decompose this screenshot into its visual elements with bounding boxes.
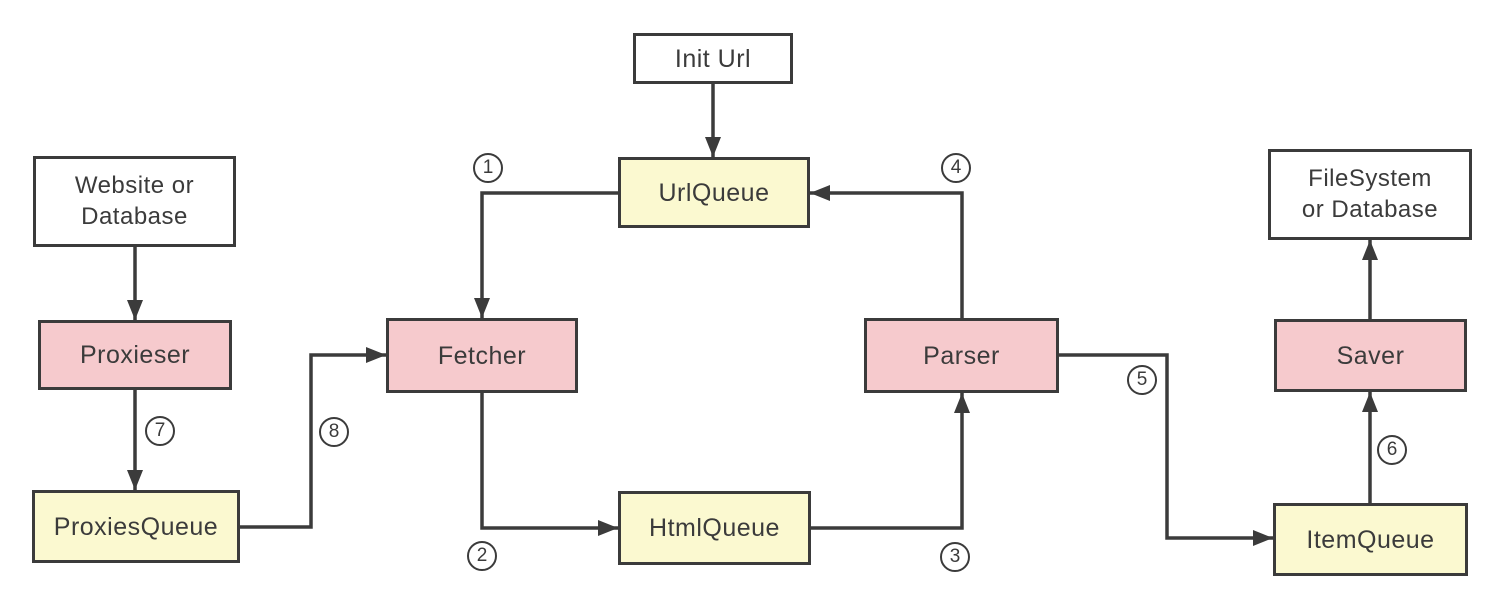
node-url-queue-label: UrlQueue	[658, 178, 770, 207]
arrow-htmlqueue-to-parser	[811, 393, 970, 530]
arrow-parser-to-itemqueue	[1059, 353, 1273, 546]
step-badge-4: 4	[941, 153, 971, 183]
step-7-number: 7	[154, 420, 166, 441]
step-3-number: 3	[949, 546, 961, 567]
node-fetcher-label: Fetcher	[437, 341, 527, 370]
node-filesystem-db-line2: or Database	[1301, 195, 1439, 223]
node-proxieser: Proxieser	[38, 320, 232, 390]
step-badge-6: 6	[1377, 435, 1407, 465]
step-badge-8: 8	[319, 417, 349, 447]
step-badge-5: 5	[1127, 365, 1157, 395]
step-1-number: 1	[482, 157, 494, 178]
node-html-queue: HtmlQueue	[618, 491, 811, 565]
arrow-urlqueue-to-fetcher	[474, 191, 618, 318]
node-proxies-queue: ProxiesQueue	[32, 490, 240, 563]
node-website-db-line1: Website or	[74, 171, 195, 199]
step-badge-7: 7	[145, 416, 175, 446]
node-parser-label: Parser	[923, 341, 1000, 370]
node-item-queue: ItemQueue	[1273, 503, 1468, 576]
node-saver-label: Saver	[1336, 341, 1405, 370]
step-6-number: 6	[1386, 439, 1398, 460]
node-proxieser-label: Proxieser	[79, 341, 191, 369]
node-html-queue-label: HtmlQueue	[649, 514, 780, 542]
node-item-queue-label: ItemQueue	[1306, 525, 1435, 554]
step-2-number: 2	[476, 545, 488, 566]
arrow-proxiesqueue-to-fetcher	[240, 347, 386, 529]
node-proxies-queue-label: ProxiesQueue	[53, 512, 219, 541]
arrow-fetcher-to-htmlqueue	[480, 393, 618, 536]
step-badge-2: 2	[467, 541, 497, 571]
node-website-db-line2: Database	[81, 202, 188, 230]
node-init-url: Init Url	[633, 33, 793, 84]
node-filesystem-db: FileSystem or Database	[1268, 149, 1472, 240]
node-url-queue: UrlQueue	[618, 157, 810, 228]
arrow-parser-to-urlqueue	[810, 185, 964, 318]
node-saver: Saver	[1274, 319, 1467, 392]
node-filesystem-db-line1: FileSystem	[1308, 164, 1432, 192]
node-fetcher: Fetcher	[386, 318, 578, 393]
node-website-db: Website or Database	[33, 156, 236, 247]
node-parser: Parser	[864, 318, 1059, 393]
step-badge-3: 3	[940, 542, 970, 572]
step-5-number: 5	[1136, 369, 1148, 390]
step-8-number: 8	[328, 421, 340, 442]
node-init-url-label: Init Url	[674, 44, 752, 73]
step-4-number: 4	[950, 157, 962, 178]
step-badge-1: 1	[473, 153, 503, 183]
